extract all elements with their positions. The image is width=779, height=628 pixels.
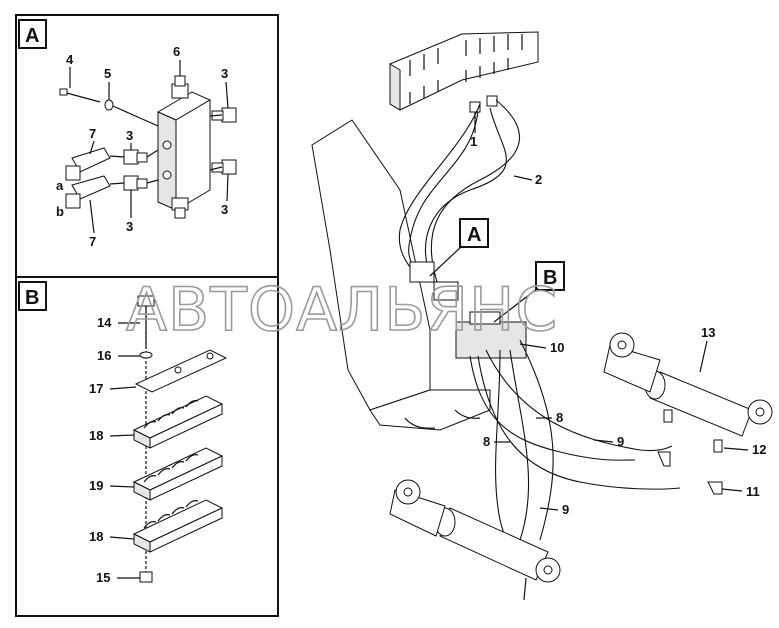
valve-block-assembly	[59, 75, 237, 219]
label-part-7-top: 7	[89, 126, 96, 141]
label-part-11: 11	[746, 484, 760, 499]
label-part-5: 5	[104, 66, 111, 81]
callout-b-tag: B	[543, 267, 557, 289]
label-port-b: b	[56, 204, 64, 219]
label-port-a: a	[56, 178, 64, 193]
panel-b-frame	[15, 276, 279, 617]
callout-a-box	[459, 218, 489, 248]
panel-a-tag: A	[25, 25, 39, 47]
label-part-1: 1	[470, 134, 477, 149]
label-part-13: 13	[701, 325, 715, 340]
label-part-10: 10	[550, 340, 564, 355]
label-part-9-right: 9	[617, 434, 624, 449]
label-part-4: 4	[66, 52, 74, 67]
label-part-7-bottom: 7	[89, 234, 96, 249]
label-part-2: 2	[535, 172, 542, 187]
callout-a-tag: A	[467, 224, 481, 246]
label-part-9-left: 9	[562, 502, 569, 517]
label-part-3-bottom-left: 3	[126, 219, 133, 234]
callout-b-box	[535, 261, 565, 291]
label-part-3-bottom-right: 3	[221, 202, 228, 217]
panel-a-tag-box	[18, 19, 47, 49]
label-part-17: 17	[89, 381, 103, 396]
label-part-12: 12	[752, 442, 766, 457]
label-part-19: 19	[89, 478, 103, 493]
panel-b-tag: B	[25, 287, 39, 309]
label-part-16: 16	[97, 348, 111, 363]
label-part-8-right: 8	[556, 410, 563, 425]
label-part-3-left-top: 3	[126, 128, 133, 143]
label-part-3-top: 3	[221, 66, 228, 81]
label-part-18-top: 18	[89, 428, 103, 443]
hose-clamp-stack	[132, 295, 228, 583]
label-part-14: 14	[97, 315, 112, 330]
main-hydraulic-assembly	[311, 31, 773, 601]
label-part-8-left: 8	[483, 434, 490, 449]
panel-a-frame	[15, 14, 279, 278]
panel-b-tag-box	[18, 281, 47, 311]
label-part-18-bottom: 18	[89, 529, 103, 544]
watermark: АВТОАЛЬЯНС	[126, 275, 558, 345]
label-part-6: 6	[173, 44, 180, 59]
label-part-15: 15	[96, 570, 110, 585]
